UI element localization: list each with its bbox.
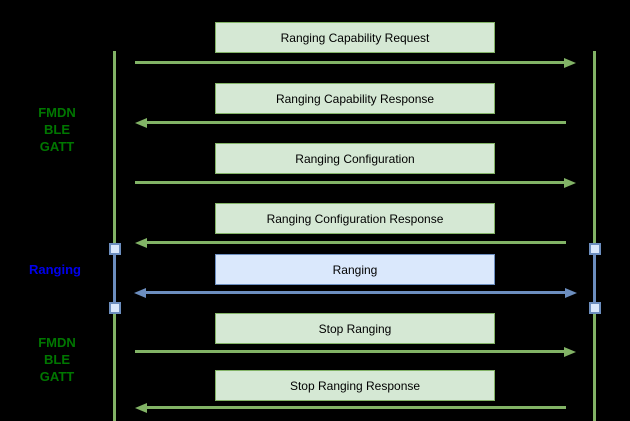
activation-marker [589,243,601,255]
activation-segment-left [113,249,116,309]
message-arrow-left [147,241,566,244]
message-arrow-left [147,121,566,124]
section-label-line: BLE [44,352,70,367]
message-arrow-left [147,406,566,409]
section-label-line: GATT [39,139,75,154]
section-label-ranging: Ranging [0,261,110,278]
section-label-fmdn-ble-gatt-bottom: FMDN BLE GATT [2,334,112,385]
section-label-fmdn-ble-gatt-top: FMDN BLE GATT [2,104,112,155]
message-box: Ranging Configuration [215,143,495,174]
message-arrow-right [135,181,564,184]
message-box: Ranging Capability Response [215,83,495,114]
section-label-line: BLE [44,122,70,137]
activation-segment-right [593,249,596,309]
message-arrow-bidirectional [146,291,565,294]
message-box: Ranging [215,254,495,285]
message-box: Stop Ranging Response [215,370,495,401]
message-box: Ranging Capability Request [215,22,495,53]
section-label-line: FMDN [38,105,76,120]
lifeline-right [593,51,596,421]
activation-marker [109,302,121,314]
section-label-line: GATT [39,369,75,384]
activation-marker [109,243,121,255]
message-arrow-right [135,350,564,353]
section-label-line: Ranging [29,262,81,277]
section-label-line: FMDN [38,335,76,350]
message-box: Ranging Configuration Response [215,203,495,234]
message-box: Stop Ranging [215,313,495,344]
lifeline-left [113,51,116,421]
message-arrow-right [135,61,564,64]
activation-marker [589,302,601,314]
